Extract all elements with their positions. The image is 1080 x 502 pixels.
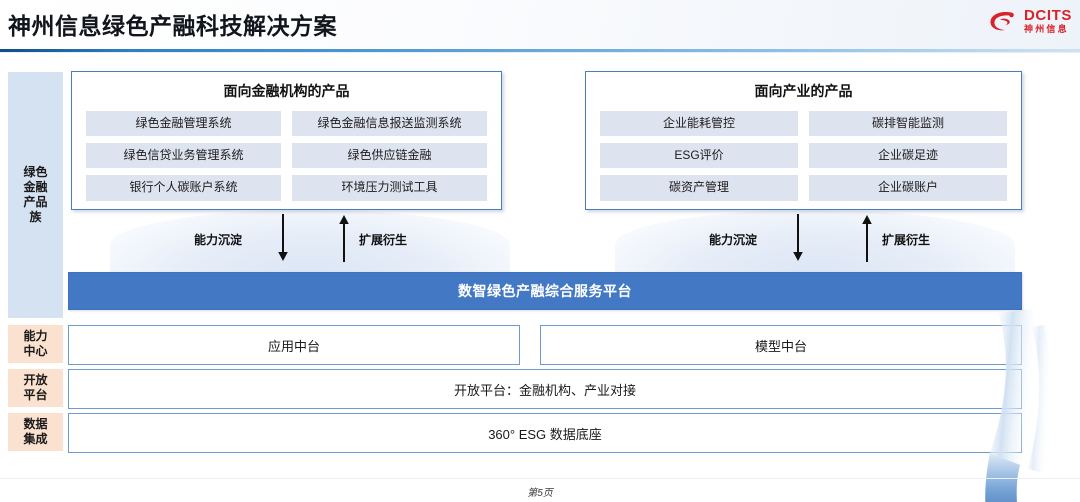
platform-banner[interactable]: 数智绿色产融综合服务平台 <box>68 272 1022 310</box>
arrow-up-icon <box>339 215 349 262</box>
product-chip[interactable]: 碳排智能监测 <box>809 111 1007 137</box>
product-chip[interactable]: 绿色供应链金融 <box>292 143 487 169</box>
page-number: 第5页 <box>527 488 553 499</box>
flow-label-expansion-derivation-right: 扩展衍生 <box>882 233 931 247</box>
product-chip[interactable]: 绿色金融管理系统 <box>86 111 281 137</box>
panel-industry-products: 面向产业的产品 企业能耗管控 碳排智能监测 ESG评价 企业碳足迹 碳资产管理 … <box>585 71 1022 210</box>
diagram-canvas: 绿色 金融 产品 族 能力 中心 开放 平台 数据 集成 面向金融机构的产品 绿… <box>0 53 1080 502</box>
product-chip[interactable]: 企业碳账户 <box>809 175 1007 201</box>
panel-financial-institution-products: 面向金融机构的产品 绿色金融管理系统 绿色金融信息报送监测系统 绿色信贷业务管理… <box>71 71 502 210</box>
panel-item-grid: 企业能耗管控 碳排智能监测 ESG评价 企业碳足迹 碳资产管理 企业碳账户 <box>586 101 1021 213</box>
product-chip[interactable]: 企业能耗管控 <box>600 111 798 137</box>
arrow-down-icon <box>278 214 288 261</box>
logo-wordmark: DCITS 神州信息 <box>1024 8 1072 34</box>
product-chip[interactable]: 环境压力测试工具 <box>292 175 487 201</box>
sidebar-item-capability-center[interactable]: 能力 中心 <box>8 325 63 363</box>
page-title: 神州信息绿色产融科技解决方案 <box>8 13 337 39</box>
product-chip[interactable]: 企业碳足迹 <box>809 143 1007 169</box>
sidebar-item-label: 绿色 金融 产品 族 <box>23 165 48 224</box>
data-base-box[interactable]: 360° ESG 数据底座 <box>68 413 1022 453</box>
capability-box-application-midend[interactable]: 应用中台 <box>68 325 520 365</box>
capability-box-label: 模型中台 <box>754 338 807 354</box>
arrow-up-icon <box>862 215 872 262</box>
sidebar-item-green-finance-family[interactable]: 绿色 金融 产品 族 <box>8 72 63 318</box>
sidebar-item-data-integration[interactable]: 数据 集成 <box>8 413 63 451</box>
flow-label-capability-precipitation-right: 能力沉淀 <box>709 233 758 247</box>
sidebar-item-label: 开放 平台 <box>23 373 48 402</box>
panel-title: 面向产业的产品 <box>754 83 853 99</box>
product-chip[interactable]: 绿色金融信息报送监测系统 <box>292 111 487 137</box>
sidebar-item-label: 能力 中心 <box>23 329 48 358</box>
flow-label-capability-precipitation-left: 能力沉淀 <box>194 233 243 247</box>
product-chip[interactable]: ESG评价 <box>600 143 798 169</box>
flow-label-expansion-derivation-left: 扩展衍生 <box>359 233 408 247</box>
capability-box-label: 应用中台 <box>267 338 320 354</box>
product-chip[interactable]: 碳资产管理 <box>600 175 798 201</box>
capability-arc-left <box>110 210 510 280</box>
logo-en-text: DCITS <box>1024 7 1072 24</box>
header-divider-shadow <box>0 52 1080 53</box>
open-platform-label: 开放平台：金融机构、产业对接 <box>453 382 636 398</box>
capability-arc-right <box>615 210 1015 280</box>
product-chip[interactable]: 绿色信贷业务管理系统 <box>86 143 281 169</box>
platform-banner-label: 数智绿色产融综合服务平台 <box>458 283 632 299</box>
footer-divider <box>0 478 1080 479</box>
sidebar-item-label: 数据 集成 <box>23 417 48 446</box>
panel-item-grid: 绿色金融管理系统 绿色金融信息报送监测系统 绿色信贷业务管理系统 绿色供应链金融… <box>72 101 501 213</box>
data-base-label: 360° ESG 数据底座 <box>488 426 602 442</box>
company-logo: DCITS 神州信息 <box>989 8 1072 34</box>
slide-header: 神州信息绿色产融科技解决方案 DCITS 神州信息 <box>0 0 1080 52</box>
dcits-swirl-icon <box>990 11 1014 31</box>
open-platform-box[interactable]: 开放平台：金融机构、产业对接 <box>68 369 1022 409</box>
capability-box-model-midend[interactable]: 模型中台 <box>540 325 1022 365</box>
product-chip[interactable]: 银行个人碳账户系统 <box>86 175 281 201</box>
header-divider-rule <box>0 49 1080 52</box>
panel-title: 面向金融机构的产品 <box>223 83 350 99</box>
sidebar-item-open-platform[interactable]: 开放 平台 <box>8 369 63 407</box>
arrow-down-icon <box>793 214 803 261</box>
header-streak-decoration <box>0 0 152 2</box>
logo-cn-text: 神州信息 <box>1024 24 1069 34</box>
